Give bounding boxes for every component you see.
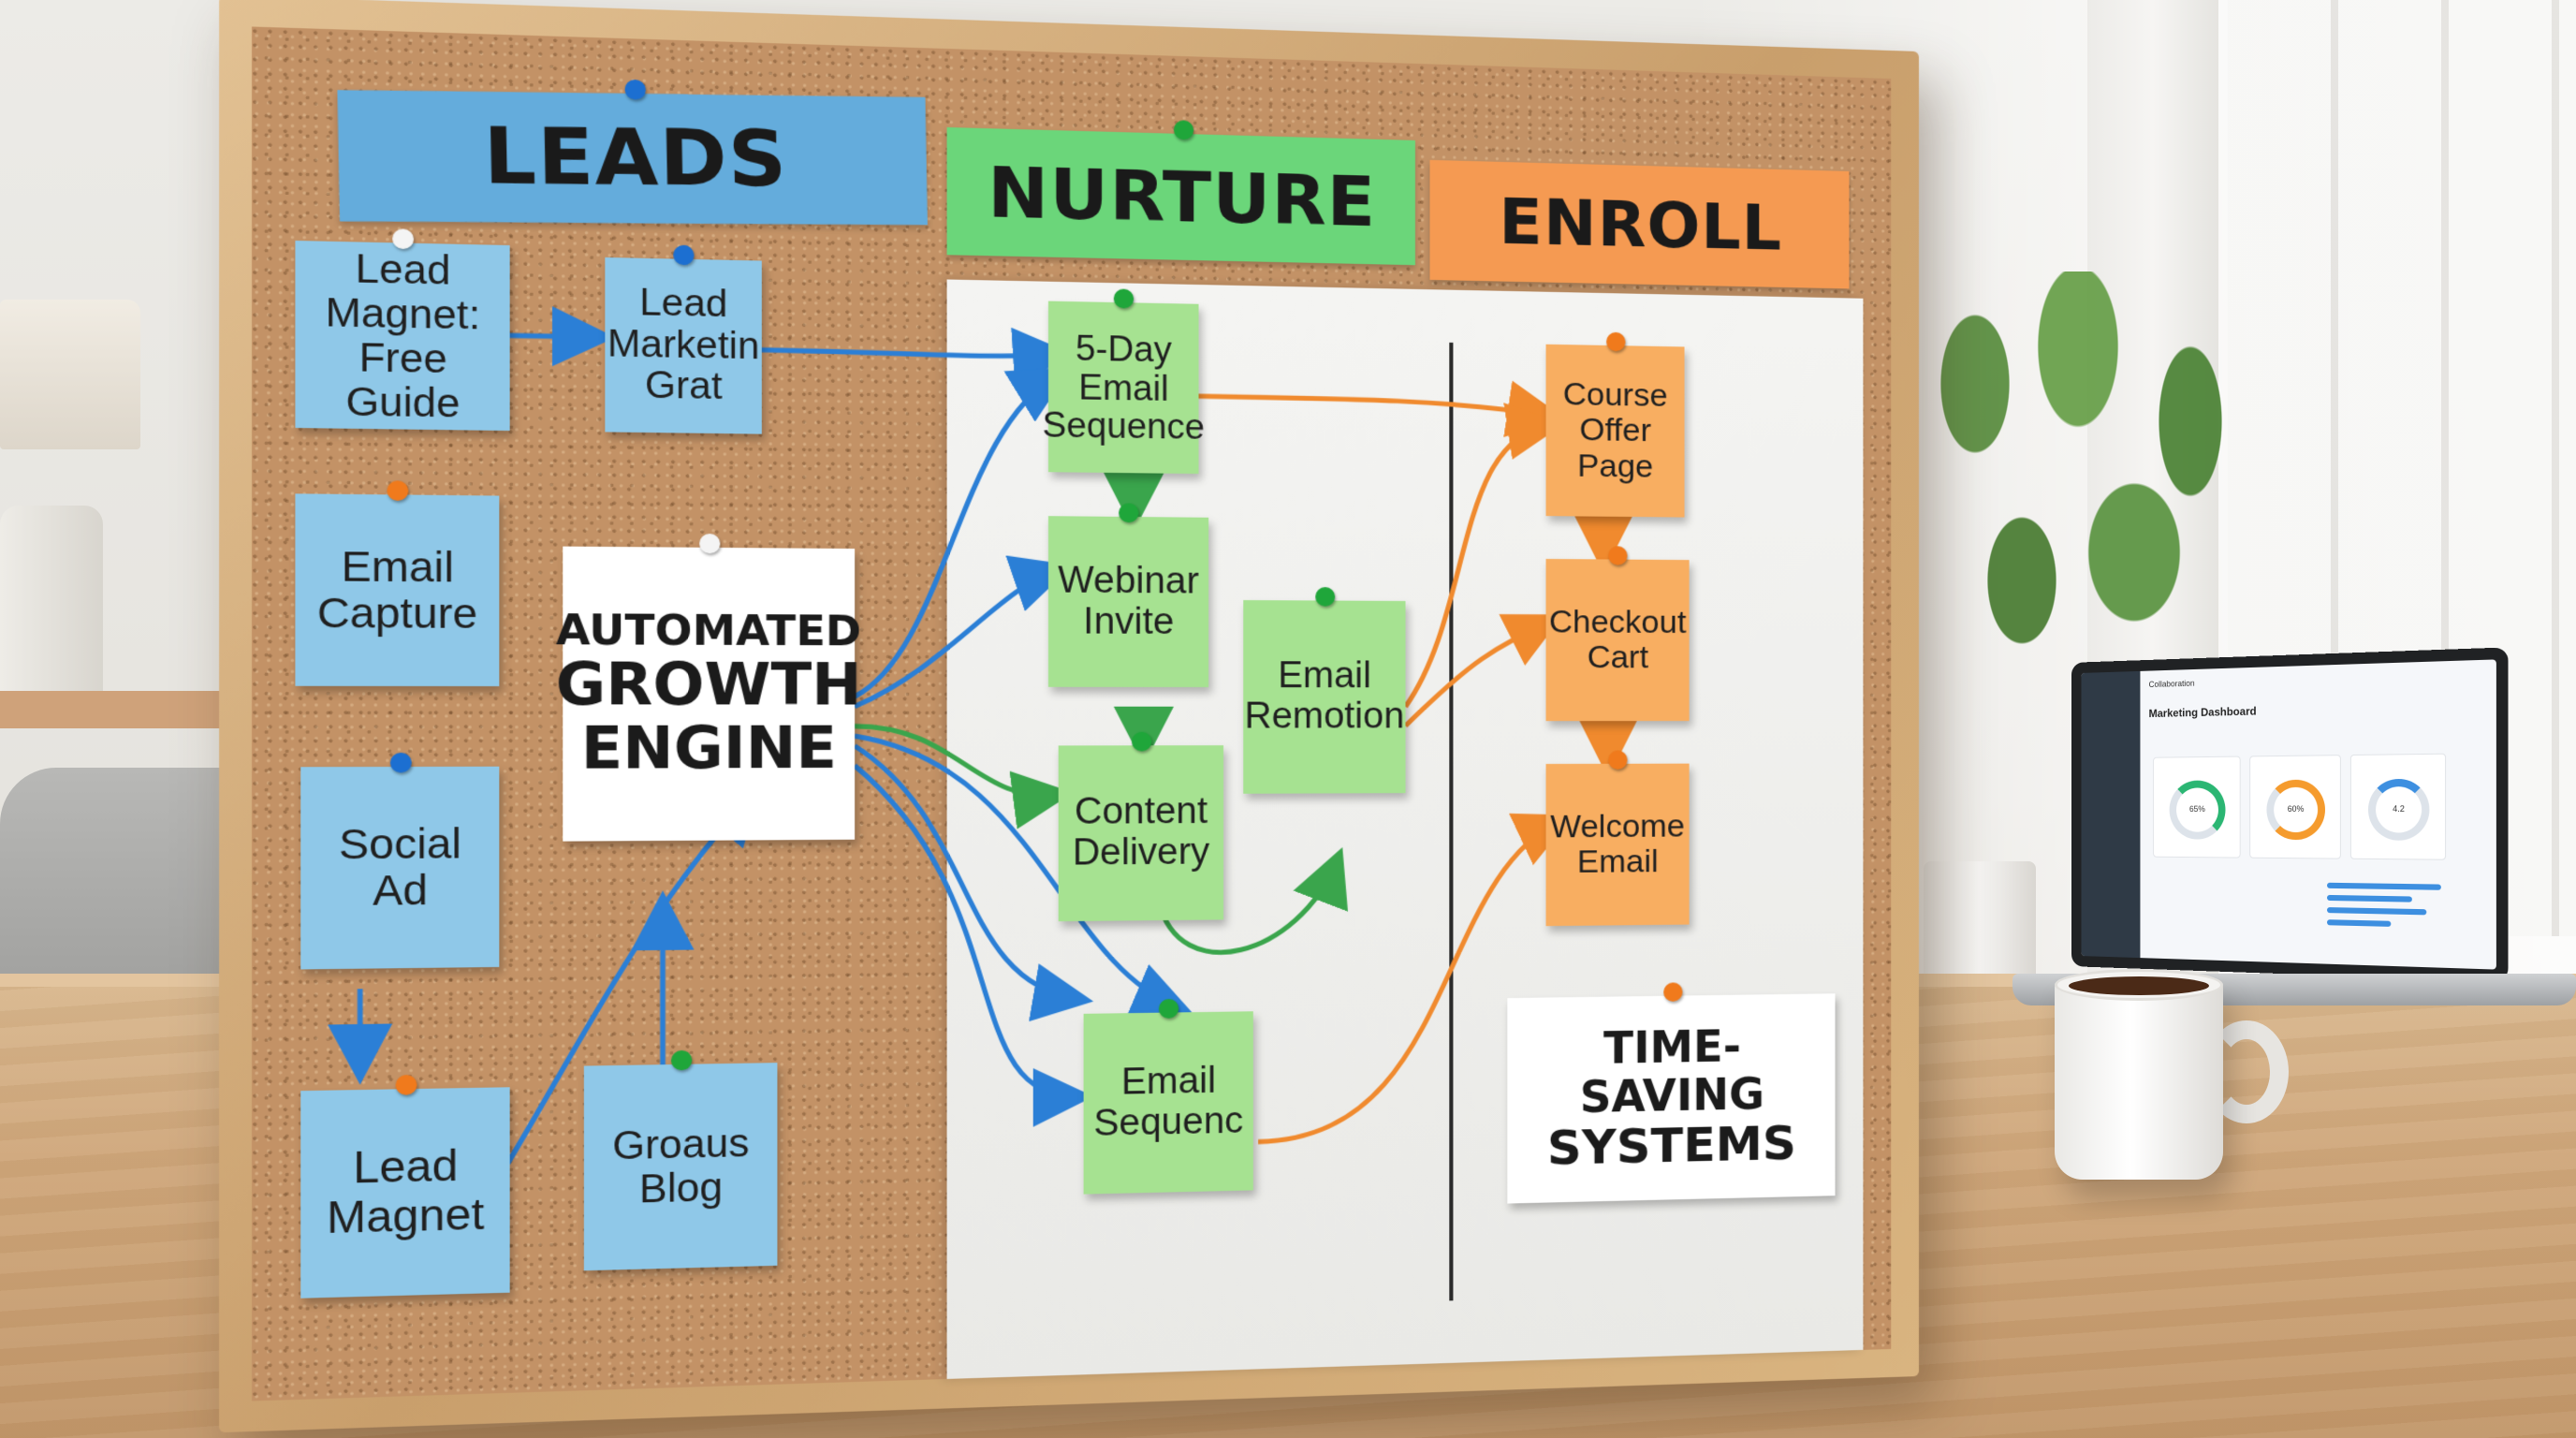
note-5-day-email-sequence: 5-Day Email Sequence	[1042, 288, 1205, 475]
note-social-ad: Social Ad	[300, 752, 500, 970]
gauge-chart: 60%	[2266, 779, 2326, 841]
push-pin-icon	[1113, 288, 1134, 309]
push-pin-icon	[1158, 998, 1179, 1019]
push-pin-icon	[670, 1049, 692, 1071]
time-saving-systems-card: TIME-SAVING SYSTEMS	[1507, 982, 1836, 1204]
push-pin-icon	[389, 752, 412, 773]
gauge-chart: 4.2	[2367, 778, 2430, 841]
gauge-tile: 4.2	[2349, 753, 2447, 860]
header-nurture: NURTURE	[946, 120, 1415, 266]
push-pin-icon	[395, 1074, 417, 1095]
coffee	[2069, 976, 2209, 995]
lamp-base	[0, 506, 103, 712]
note-welcome-email: Welcome Email	[1545, 750, 1690, 927]
dashboard-title: Marketing Dashboard	[2148, 704, 2257, 721]
note-email-sequenc: Email Sequenc	[1083, 998, 1253, 1195]
push-pin-icon	[1119, 503, 1139, 523]
header-enroll: ENROLL	[1429, 159, 1850, 289]
gauge-tile: 60%	[2249, 755, 2341, 859]
note-checkout-cart: Checkout Cart	[1545, 546, 1690, 722]
laptop-icon: Collaboration Marketing Dashboard 65% 60…	[2071, 647, 2509, 982]
note-course-offer-page: Course Offer Page	[1545, 331, 1685, 518]
note-lead-magnet-free-guide: Lead Magnet: Free Guide	[295, 228, 510, 432]
push-pin-icon	[699, 533, 721, 554]
push-pin-icon	[624, 79, 647, 100]
push-pin-icon	[673, 244, 695, 266]
systems-title: TIME-SAVING SYSTEMS	[1546, 1020, 1797, 1176]
lamp-icon	[0, 300, 140, 449]
note-lead-magnet: Lead Magnet	[300, 1074, 510, 1299]
push-pin-icon	[387, 480, 409, 502]
note-email-capture: Email Capture	[295, 480, 500, 687]
laptop-dashboard: Collaboration Marketing Dashboard 65% 60…	[2081, 659, 2496, 970]
plant-pot	[1924, 861, 2036, 992]
bar	[2326, 882, 2441, 890]
column-divider	[1449, 342, 1454, 1301]
push-pin-icon	[1605, 331, 1625, 352]
push-pin-icon	[1608, 546, 1628, 565]
engine-title: AUTOMATED GROWTH ENGINE	[555, 605, 862, 783]
coffee-mug-icon	[2055, 978, 2223, 1180]
bar	[2326, 894, 2412, 902]
push-pin-icon	[1608, 750, 1628, 770]
note-email-remotion: Email Remotion	[1243, 587, 1406, 794]
gauge-tile: 65%	[2153, 756, 2241, 858]
bar-list	[2326, 882, 2470, 953]
push-pin-icon	[1662, 982, 1682, 1002]
note-content-delivery: Content Delivery	[1058, 731, 1224, 922]
push-pin-icon	[392, 228, 415, 250]
app-title: Collaboration	[2148, 678, 2195, 689]
header-leads: LEADS	[337, 79, 928, 226]
push-pin-icon	[1173, 120, 1194, 140]
corkboard: LEADS NURTURE ENROLL	[219, 0, 1919, 1432]
push-pin-icon	[1314, 587, 1335, 607]
automated-growth-engine-card: AUTOMATED GROWTH ENGINE	[556, 533, 862, 842]
note-groaus-blog: Groaus Blog	[583, 1049, 778, 1271]
dashboard-sidebar	[2081, 670, 2141, 959]
bar	[2326, 907, 2427, 916]
push-pin-icon	[1131, 731, 1151, 752]
gauge-chart: 65%	[2169, 780, 2226, 840]
note-lead-marketin-grat: Lead Marketin Grat	[605, 244, 762, 434]
note-webinar-invite: Webinar Invite	[1047, 503, 1209, 688]
bar	[2326, 919, 2391, 927]
